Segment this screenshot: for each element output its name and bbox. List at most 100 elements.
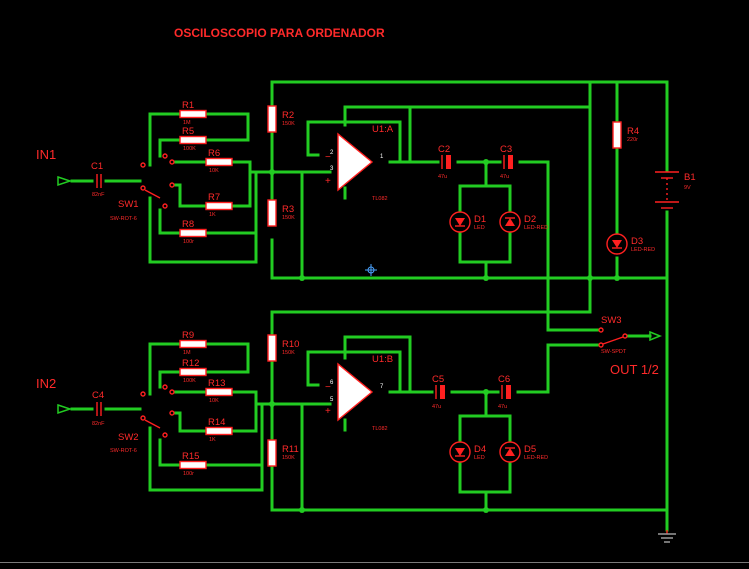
c3-ref: C3: [500, 144, 512, 155]
rotary-switch-sw2[interactable]: SW2 SW-ROT-6: [110, 384, 175, 454]
c2-val: 47u: [438, 174, 447, 180]
r13-val: 10K: [209, 398, 219, 404]
resistor-r13[interactable]: R13 10K: [205, 378, 233, 404]
r6-val: 10K: [209, 168, 219, 174]
r11-ref: R11: [282, 444, 299, 455]
u1b-val: TL082: [372, 426, 388, 432]
c1-val: 82nF: [92, 192, 105, 198]
svg-text:−: −: [325, 382, 331, 393]
capacitor-c4[interactable]: C4 82nF: [92, 390, 105, 427]
c6-val: 47u: [498, 404, 507, 410]
r10-ref: R10: [282, 339, 299, 350]
r9-ref: R9: [182, 330, 194, 341]
capacitor-c2[interactable]: C2 47u: [438, 144, 451, 180]
output-terminal[interactable]: [649, 330, 663, 342]
u1a-ref: U1:A: [372, 124, 394, 135]
svg-text:+: +: [325, 176, 331, 187]
input-terminal-1[interactable]: [57, 175, 73, 187]
r4-ref: R4: [627, 126, 639, 137]
c3-val: 47u: [500, 174, 509, 180]
resistor-r12[interactable]: R12 100K: [179, 358, 207, 384]
rotary-switch-sw1[interactable]: SW1 SW-ROT-6: [110, 153, 175, 222]
sw3-val: SW-SPDT: [601, 349, 627, 355]
sw2-val: SW-ROT-6: [110, 448, 137, 454]
d5-ref: D5: [524, 444, 536, 455]
u1b-pin-7: 7: [380, 384, 384, 390]
input-label-2: IN2: [36, 376, 56, 391]
b1-val: 9V: [684, 185, 691, 191]
u1b-pin-6: 6: [330, 380, 334, 386]
sw2-ref: SW2: [118, 432, 139, 443]
c4-ref: C4: [92, 390, 104, 401]
r5-val: 100K: [183, 146, 196, 152]
resistor-r8[interactable]: R8 100r: [179, 219, 207, 245]
u1a-val: TL082: [372, 196, 388, 202]
d1-val: LED: [474, 225, 485, 231]
r12-val: 100K: [183, 378, 196, 384]
resistor-r9[interactable]: R9 1M: [179, 330, 207, 356]
r11-val: 150K: [282, 455, 295, 461]
b1-ref: B1: [684, 172, 696, 183]
r8-val: 100r: [183, 239, 194, 245]
r3-val: 150K: [282, 215, 295, 221]
r7-val: 1K: [209, 212, 216, 218]
opamp-u1a[interactable]: − + 2 3 1 U1:A TL082: [325, 124, 394, 202]
u1b-pin-5: 5: [330, 397, 334, 403]
d1-ref: D1: [474, 214, 486, 225]
sw3-ref: SW3: [601, 315, 622, 326]
r12-ref: R12: [182, 358, 199, 369]
u1b-ref: U1:B: [372, 354, 393, 365]
output-label: OUT 1/2: [610, 362, 659, 377]
d5-val: LED-RED: [524, 455, 548, 461]
input-terminal-2[interactable]: [57, 403, 73, 415]
schematic-title: OSCILOSCOPIO PARA ORDENADOR: [174, 26, 385, 40]
d4-val: LED: [474, 455, 485, 461]
wires: [70, 80, 669, 532]
r10-val: 150K: [282, 350, 295, 356]
battery-b1[interactable]: B1 9V: [655, 171, 696, 209]
c2-ref: C2: [438, 144, 450, 155]
ground-symbol: [658, 530, 676, 543]
r9-val: 1M: [183, 350, 191, 356]
r4-val: 220r: [627, 137, 638, 143]
d4-ref: D4: [474, 444, 486, 455]
capacitor-c3[interactable]: C3 47u: [500, 144, 513, 180]
junctions: [269, 159, 620, 513]
r2-ref: R2: [282, 110, 294, 121]
sw1-ref: SW1: [118, 199, 139, 210]
d3-ref: D3: [631, 236, 643, 247]
c1-ref: C1: [91, 161, 103, 172]
capacitor-c1[interactable]: C1 82nF: [91, 161, 105, 198]
r8-ref: R8: [182, 219, 194, 230]
r13-ref: R13: [208, 378, 225, 389]
c5-val: 47u: [432, 404, 441, 410]
switch-sw3[interactable]: SW3 SW-SPDT: [598, 315, 628, 355]
r3-ref: R3: [282, 204, 294, 215]
opamp-u1b[interactable]: − + 6 5 7 U1:B TL082: [325, 354, 393, 432]
r1-ref: R1: [182, 100, 194, 111]
u1a-pin-2: 2: [330, 150, 334, 156]
sw1-val: SW-ROT-6: [110, 216, 137, 222]
d2-val: LED-RED: [524, 225, 548, 231]
